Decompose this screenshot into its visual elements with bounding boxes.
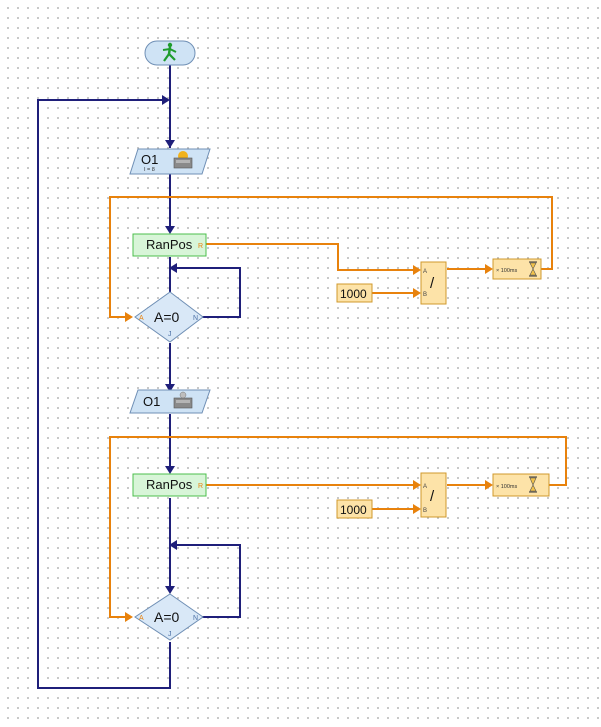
ranpos-label: RanPos: [146, 477, 193, 492]
constant-block-2[interactable]: 1000: [336, 499, 373, 519]
ranpos-label: RanPos: [146, 237, 193, 252]
wait-unit: × 100ms: [496, 268, 517, 274]
output-block-o1-off[interactable]: O1: [129, 389, 211, 414]
operator-symbol: /: [430, 488, 435, 505]
port-n: N: [193, 615, 198, 622]
divide-operator-1[interactable]: / A B: [420, 261, 447, 305]
output-label: O1: [141, 152, 158, 167]
port-b: B: [423, 508, 427, 514]
ranpos-block-2[interactable]: RanPos R: [132, 473, 207, 497]
walking-man-icon: [162, 42, 177, 62]
wait-block-1[interactable]: × 100ms: [492, 258, 542, 280]
decision-label: A=0: [154, 609, 180, 625]
port-j: J: [168, 631, 172, 638]
port-a: A: [423, 484, 427, 490]
lamp-off-icon: [173, 391, 193, 409]
divide-operator-2[interactable]: / A B: [420, 472, 447, 518]
port-a: A: [423, 269, 427, 275]
lamp-on-icon: [173, 151, 193, 169]
output-label: O1: [143, 394, 160, 409]
data-arrowheads: [125, 264, 493, 622]
hourglass-icon: [529, 476, 537, 493]
output-intensity: I = 8: [144, 167, 155, 173]
decision-label: A=0: [154, 309, 180, 325]
flow-arrowheads: [162, 95, 177, 594]
data-flow-lines: [109, 196, 567, 618]
wait-block-2[interactable]: × 100ms: [492, 473, 550, 497]
port-r: R: [198, 243, 203, 250]
output-block-o1-on[interactable]: O1 I = 8: [129, 148, 211, 175]
wait-unit: × 100ms: [496, 484, 517, 490]
ranpos-block-1[interactable]: RanPos R: [132, 233, 207, 257]
port-r: R: [198, 483, 203, 490]
port-j: J: [168, 331, 172, 338]
operator-symbol: /: [430, 275, 435, 292]
constant-block-1[interactable]: 1000: [336, 283, 373, 303]
port-a: A: [139, 315, 144, 322]
port-b: B: [423, 292, 427, 298]
constant-value: 1000: [340, 287, 367, 301]
constant-value: 1000: [340, 503, 367, 517]
control-flow-lines: [37, 64, 241, 689]
hourglass-icon: [529, 261, 537, 277]
decision-block-1[interactable]: A=0 A N J: [134, 291, 204, 343]
start-block[interactable]: [144, 40, 196, 66]
port-n: N: [193, 315, 198, 322]
decision-block-2[interactable]: A=0 A N J: [134, 593, 204, 641]
port-a: A: [139, 615, 144, 622]
